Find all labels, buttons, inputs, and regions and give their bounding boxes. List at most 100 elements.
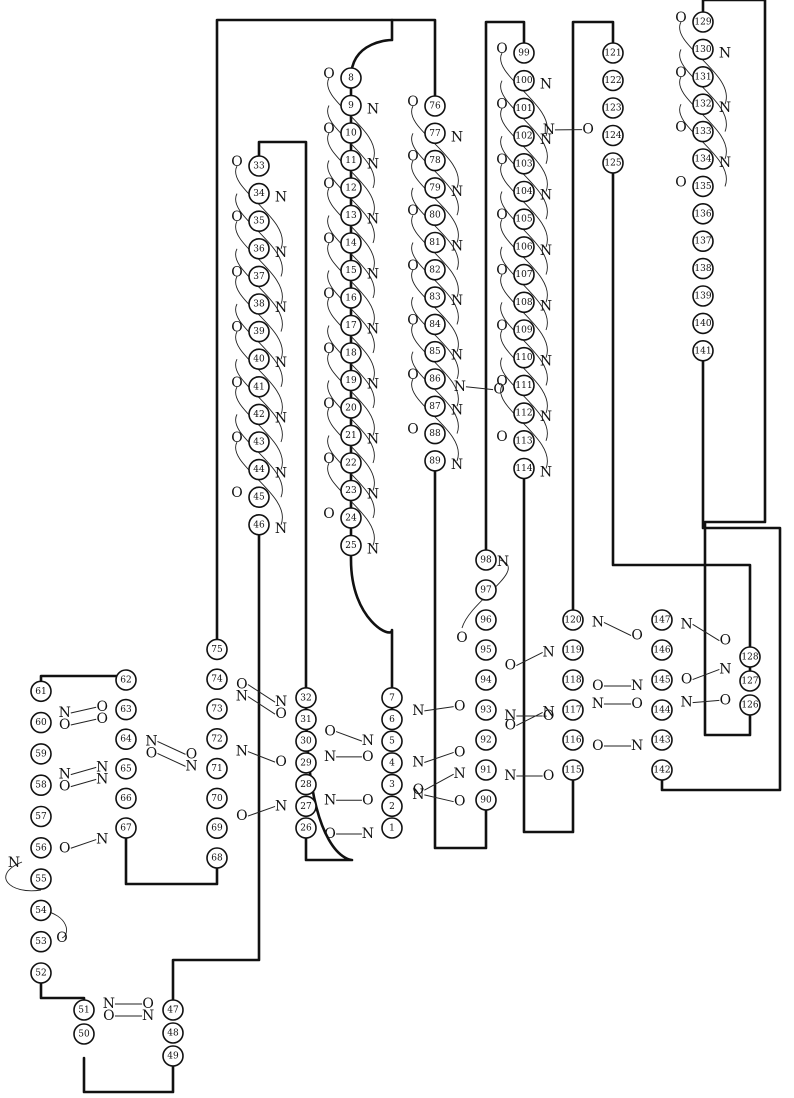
- residue-84: 84: [424, 313, 446, 336]
- oxygen-atom-label: O: [231, 375, 242, 391]
- oxygen-atom-label: O: [407, 203, 418, 219]
- residue-135: 135: [692, 175, 714, 198]
- residue-number: 47: [167, 1006, 179, 1016]
- residue-34: 34: [248, 182, 270, 205]
- loop-arc: [5, 861, 42, 892]
- residue-layer: 1234567891011121314151617181920212223242…: [30, 11, 761, 1067]
- residue-4: 4: [381, 752, 403, 774]
- oxygen-atom-label: O: [407, 149, 418, 165]
- nitrogen-atom-label: N: [451, 402, 463, 418]
- residue-81: 81: [424, 231, 446, 254]
- residue-number: 26: [300, 824, 312, 834]
- residue-circle: [30, 868, 52, 890]
- helix-bond-arc: [411, 160, 459, 243]
- residue-circle: [513, 319, 535, 341]
- oxygen-atom-label: O: [59, 840, 70, 856]
- hydrogen-bond-line: [424, 794, 454, 803]
- nitrogen-atom-label: N: [540, 243, 552, 259]
- residue-circle: [381, 752, 403, 774]
- residue-122: 122: [602, 69, 624, 92]
- residue-106: 106: [513, 236, 535, 258]
- residue-number: 15: [345, 266, 357, 276]
- residue-136: 136: [692, 203, 714, 225]
- residue-circle: [340, 424, 362, 447]
- nitrogen-atom-label: N: [631, 678, 643, 694]
- nitrogen-atom-label: N: [540, 354, 552, 370]
- residue-circle: [30, 743, 52, 765]
- nitrogen-atom-label: N: [103, 996, 115, 1012]
- backbone-segment: [215, 18, 437, 647]
- residue-circle: [30, 805, 52, 828]
- residue-9: 9: [340, 94, 362, 117]
- residue-12: 12: [340, 177, 362, 199]
- residue-number: 32: [300, 693, 311, 703]
- backbone-segment: [171, 521, 261, 1012]
- residue-circle: [381, 795, 403, 818]
- residue-13: 13: [340, 204, 362, 227]
- residue-44: 44: [248, 458, 270, 481]
- residue-108: 108: [513, 291, 535, 314]
- residue-number: 133: [694, 127, 711, 137]
- residue-circle: [562, 639, 584, 661]
- residue-57: 57: [30, 805, 52, 828]
- residue-circle: [475, 699, 497, 721]
- residue-113: 113: [513, 429, 535, 452]
- residue-33: 33: [248, 155, 270, 177]
- nitrogen-atom-label: N: [367, 267, 379, 283]
- residue-number: 24: [345, 514, 357, 524]
- residue-number: 64: [120, 735, 132, 745]
- residue-circle: [30, 930, 52, 953]
- residue-circle: [475, 579, 497, 601]
- residue-21: 21: [340, 424, 362, 447]
- nitrogen-atom-label: N: [540, 465, 552, 481]
- oxygen-atom-label: O: [96, 699, 107, 715]
- residue-119: 119: [562, 639, 584, 661]
- residue-139: 139: [692, 285, 714, 307]
- residue-circle: [424, 258, 446, 281]
- hydrogen-bond-line: [692, 623, 720, 642]
- hydrogen-bond-line: [424, 706, 454, 712]
- residue-142: 142: [651, 759, 673, 781]
- residue-circle: [424, 177, 446, 199]
- residue-80: 80: [424, 204, 446, 226]
- residue-circle: [248, 486, 270, 509]
- helix-bond-arc: [411, 214, 459, 298]
- helix-bond-arc: [411, 269, 459, 352]
- oxygen-atom-label: O: [186, 746, 197, 762]
- residue-circle: [340, 232, 362, 254]
- nitrogen-atom-label: N: [324, 749, 336, 765]
- nitrogen-atom-label: N: [236, 744, 248, 760]
- residue-circle: [115, 728, 137, 751]
- residue-41: 41: [248, 375, 270, 398]
- residue-number: 60: [35, 718, 47, 728]
- residue-23: 23: [340, 479, 362, 502]
- residue-number: 125: [604, 159, 621, 169]
- nitrogen-atom-label: N: [681, 695, 693, 711]
- helix-bond-arc: [500, 329, 548, 414]
- residue-133: 133: [692, 120, 714, 143]
- hydrogen-bond-line: [516, 711, 543, 727]
- residue-number: 147: [653, 616, 670, 626]
- backbone-segment: [349, 76, 394, 722]
- residue-143: 143: [651, 729, 673, 751]
- residue-7: 7: [381, 686, 403, 709]
- oxygen-atom-label: O: [675, 174, 686, 190]
- oxygen-atom-label: O: [681, 672, 692, 688]
- residue-94: 94: [475, 669, 497, 691]
- residue-90: 90: [475, 789, 497, 811]
- backbone-segment: [522, 467, 575, 834]
- residue-number: 103: [515, 159, 532, 169]
- residue-number: 80: [429, 211, 441, 221]
- residue-number: 142: [653, 766, 670, 776]
- helix-bond-arc: [411, 378, 459, 462]
- residue-87: 87: [424, 395, 446, 418]
- residue-number: 53: [35, 937, 47, 947]
- residue-93: 93: [475, 699, 497, 721]
- nitrogen-atom-label: N: [362, 733, 374, 749]
- residue-111: 111: [513, 374, 535, 397]
- backbone-segment: [611, 161, 752, 683]
- residue-128: 128: [739, 646, 761, 668]
- residue-circle: [295, 686, 317, 709]
- hydrogen-bond-line: [70, 718, 97, 726]
- hydrogen-bond-line: [516, 651, 543, 667]
